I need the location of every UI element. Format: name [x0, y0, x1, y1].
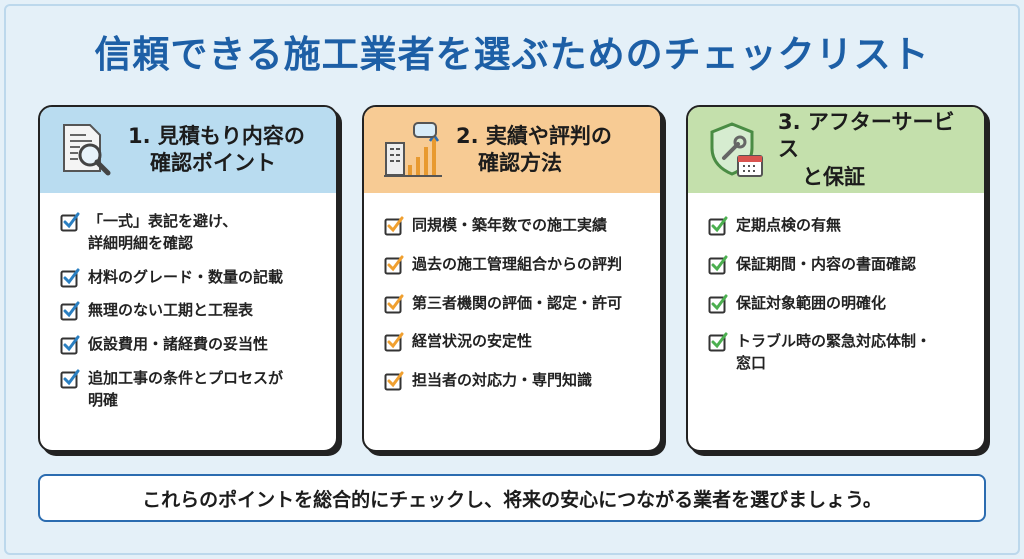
checklist-item: 保証期間・内容の書面確認 [708, 254, 970, 276]
checkbox-checked-icon [708, 332, 728, 352]
shield-wrench-calendar-icon [710, 122, 763, 177]
checklist-item-text: トラブル時の緊急対応体制・ 窓口 [736, 332, 932, 372]
card-title-line1: 3. アフターサービス [778, 110, 955, 162]
checkbox-checked-icon [708, 294, 728, 313]
card-after-service: 3. アフターサービスと保証 定期点検の有無保証期間・内容の書面確認保証対象範囲… [686, 105, 986, 452]
checklist-item: 「一式」表記を避け、 詳細明細を確認 [60, 211, 322, 255]
checklist-item: 担当者の対応力・専門知識 [384, 370, 646, 392]
checklist-item-text: 保証対象範囲の明確化 [736, 293, 887, 312]
checklist-item-text: 材料のグレード・数量の記載 [88, 267, 284, 286]
checklist-item: 過去の施工管理組合からの評判 [384, 254, 646, 276]
checkbox-checked-icon [708, 255, 728, 275]
checklist-item: 同規模・築年数での施工実績 [384, 215, 646, 237]
document-magnifier-icon [63, 124, 111, 176]
checklist-item: 材料のグレード・数量の記載 [60, 267, 322, 289]
checklist-item: トラブル時の緊急対応体制・ 窓口 [708, 331, 970, 375]
card-title-line1: 1. 見積もり内容の [128, 123, 305, 148]
page-title: 信頼できる施工業者を選ぶためのチェックリスト [94, 33, 930, 76]
checklist-item-text: 「一式」表記を避け、 詳細明細を確認 [88, 212, 238, 252]
checkbox-checked-icon [708, 216, 728, 236]
checklist-item-text: 過去の施工管理組合からの評判 [412, 254, 623, 273]
checklist-item-text: 無理のない工期と工程表 [88, 301, 254, 320]
checkbox-checked-icon [384, 294, 404, 313]
building-chart-chat-icon [384, 122, 442, 177]
checklist-item: 仮設費用・諸経費の妥当性 [60, 334, 322, 356]
checklist-item: 定期点検の有無 [708, 215, 970, 237]
checklist-item-text: 定期点検の有無 [736, 216, 842, 234]
checklist-item-text: 担当者の対応力・専門知識 [412, 371, 593, 389]
checklist-item-text: 追加工事の条件とプロセスが 明確 [88, 368, 284, 409]
checklist-item: 追加工事の条件とプロセスが 明確 [60, 368, 322, 412]
page-frame [4, 4, 1020, 555]
checklist-item: 第三者機関の評価・認定・許可 [384, 293, 646, 315]
checkbox-checked-icon [384, 255, 404, 275]
card-title-line2: 確認ポイント [150, 151, 276, 175]
checkbox-checked-icon [60, 268, 80, 287]
card-title-line2: と保証 [802, 164, 865, 189]
card-estimate: 1. 見積もり内容の確認ポイント 「一式」表記を避け、 詳細明細を確認材料のグレ… [38, 105, 338, 452]
checklist-item: 保証対象範囲の明確化 [708, 293, 970, 315]
checkbox-checked-icon [384, 216, 404, 236]
checkbox-checked-icon [60, 301, 80, 321]
checklist-item-text: 仮設費用・諸経費の妥当性 [88, 335, 269, 353]
checklist-item-text: 経営状況の安定性 [412, 332, 533, 351]
summary-banner: これらのポイントを総合的にチェックし、将来の安心につながる業者を選びましょう。 [38, 474, 986, 522]
card-header: 2. 実績や評判の確認方法 [364, 107, 660, 193]
checkbox-checked-icon [384, 371, 404, 391]
checklist-item-text: 第三者機関の評価・認定・許可 [412, 293, 623, 312]
card-track-record: 2. 実績や評判の確認方法 同規模・築年数での施工実績過去の施工管理組合からの評… [362, 105, 662, 452]
card-header: 1. 見積もり内容の確認ポイント [40, 107, 336, 193]
summary-text: これらのポイントを総合的にチェックし、将来の安心につながる業者を選びましょう。 [142, 488, 882, 511]
checklist-item-text: 保証期間・内容の書面確認 [736, 254, 917, 273]
checklist-item: 無理のない工期と工程表 [60, 300, 322, 322]
checklist-item-text: 同規模・築年数での施工実績 [412, 216, 608, 234]
checkbox-checked-icon [60, 369, 80, 389]
card-title-line2: 確認方法 [478, 151, 562, 175]
checkbox-checked-icon [384, 332, 404, 352]
card-header: 3. アフターサービスと保証 [688, 107, 984, 193]
card-title-line1: 2. 実績や評判の [456, 123, 612, 148]
checkbox-checked-icon [60, 335, 80, 355]
checkbox-checked-icon [60, 212, 80, 232]
checklist-item: 経営状況の安定性 [384, 331, 646, 353]
